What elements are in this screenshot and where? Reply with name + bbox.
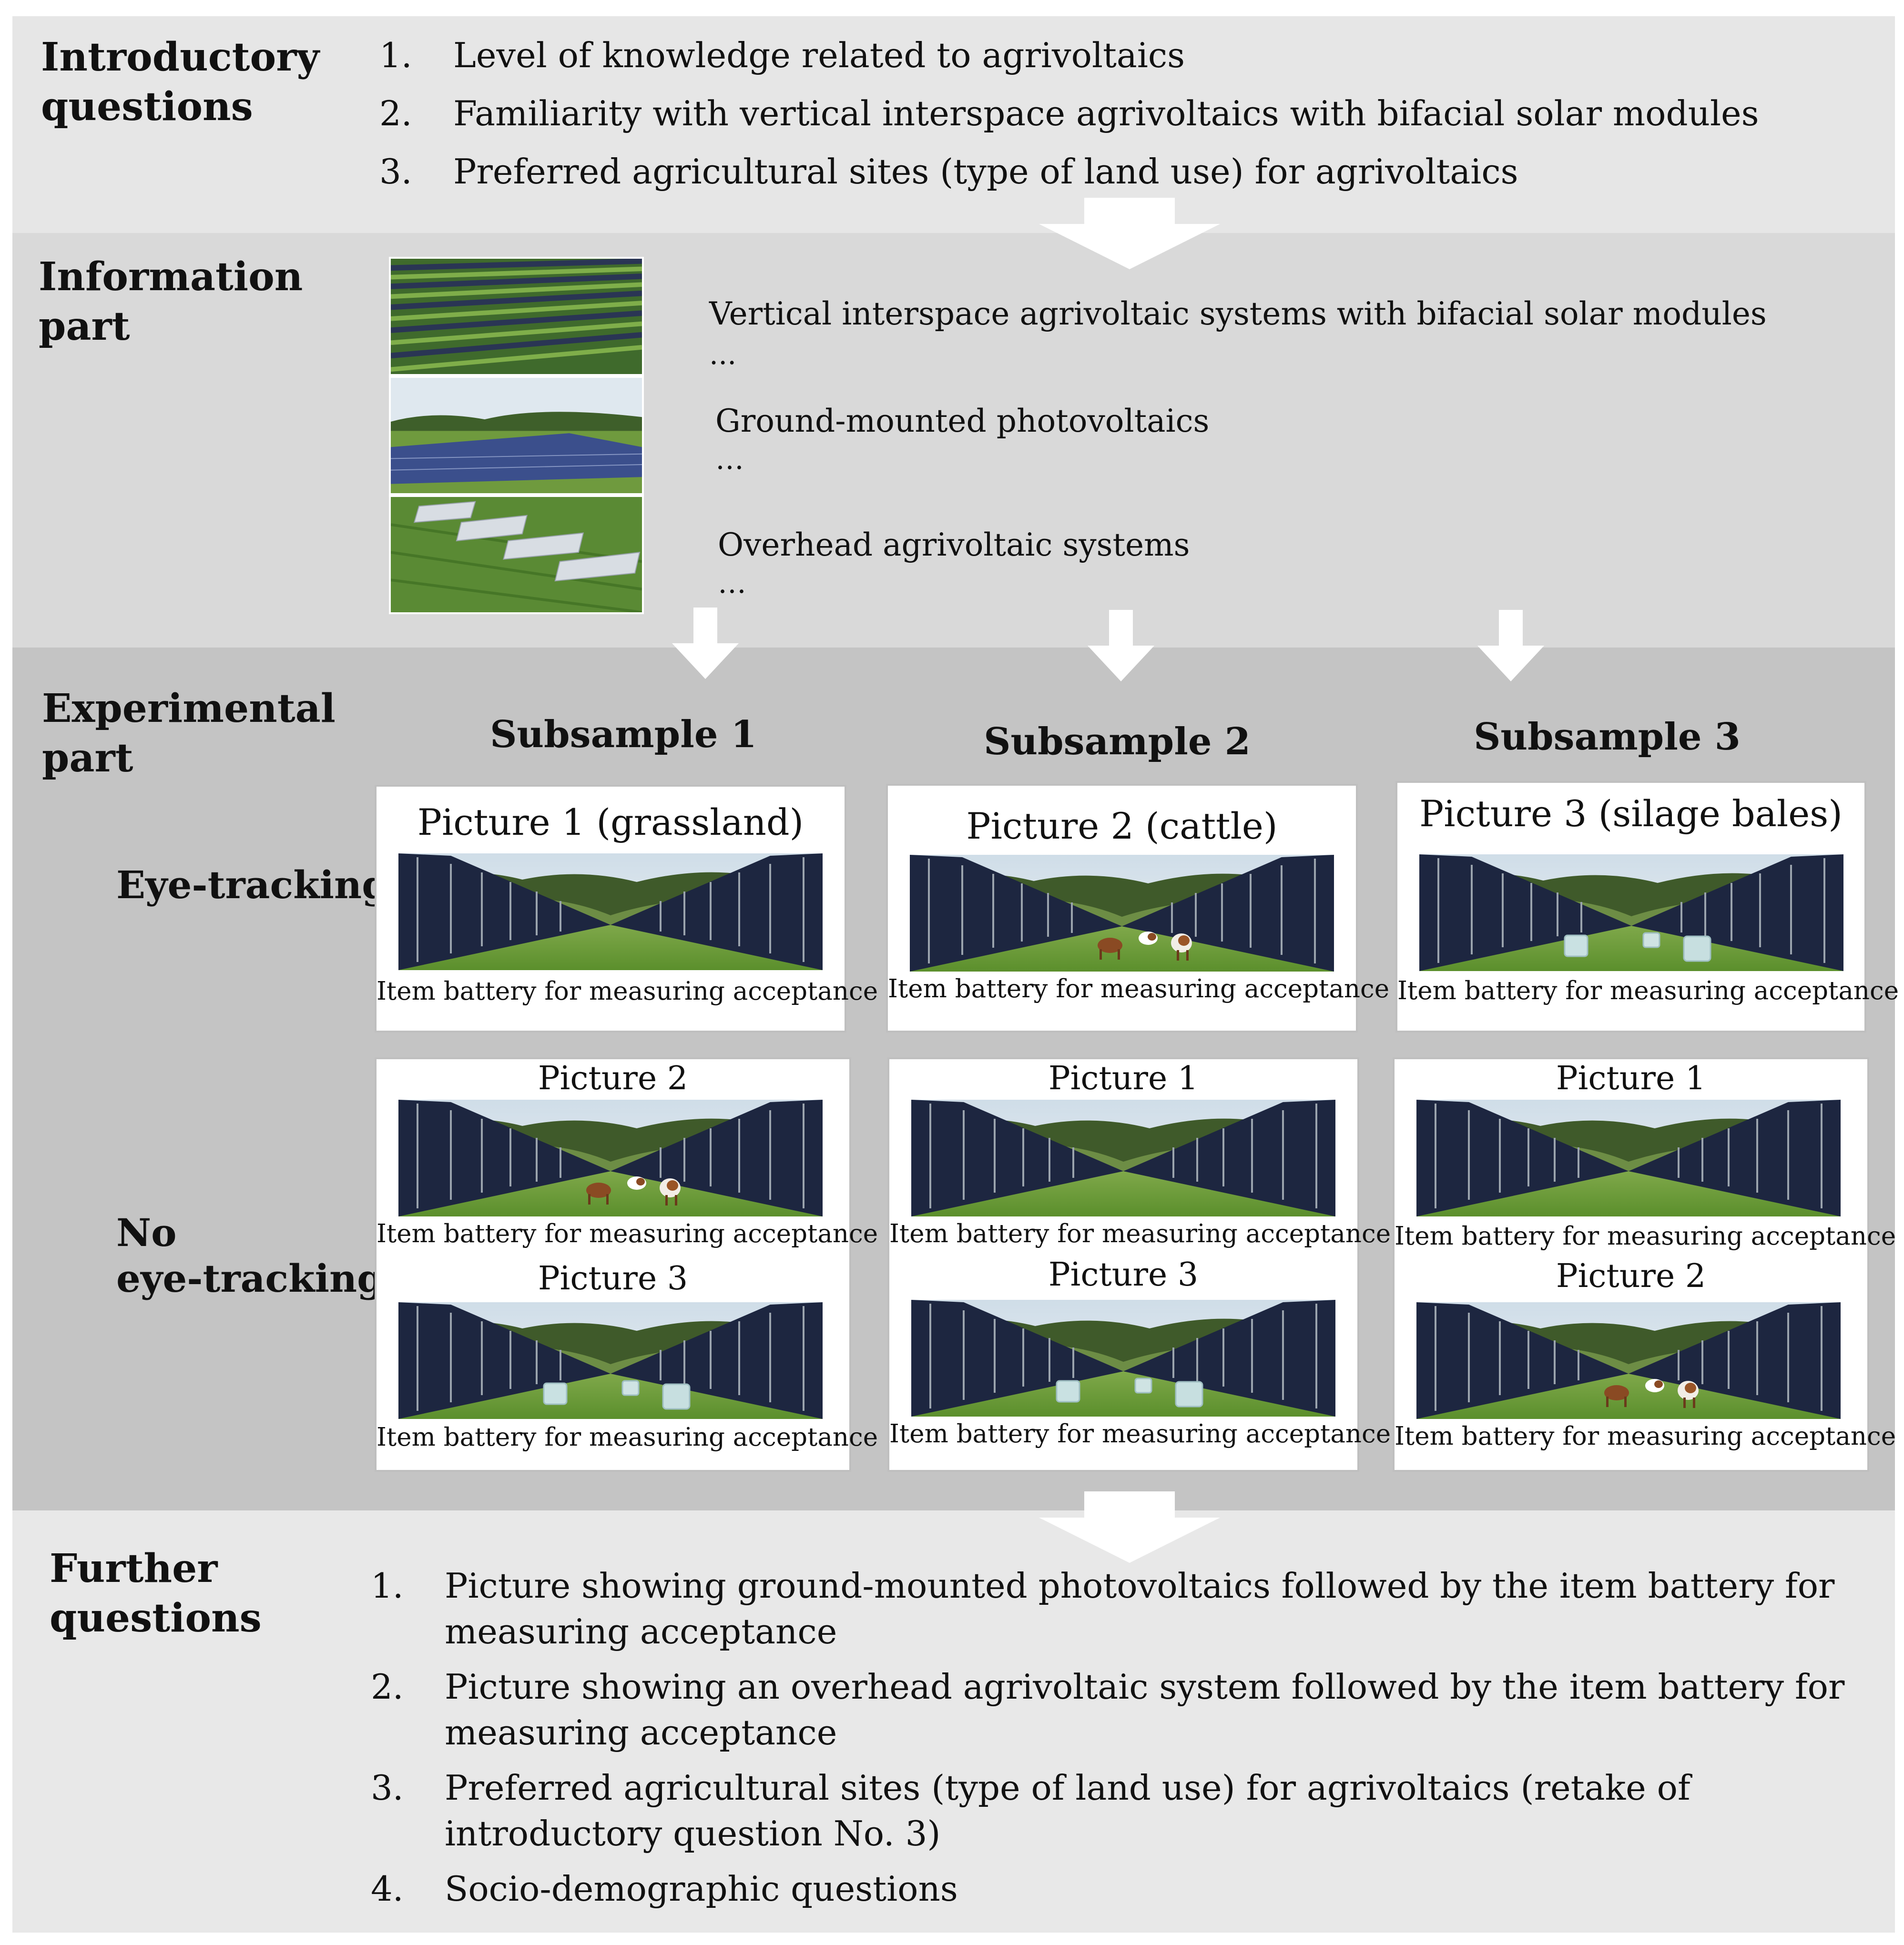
experimental-part-section: Experimental part Eye-tracking No eye-tr…	[12, 648, 1899, 1510]
picture-caption: Picture 3	[538, 1260, 688, 1297]
info-vertical-agrivoltaics-text: Vertical interspace agrivoltaic systems …	[709, 295, 1767, 332]
introductory-section-title: Introductory questions	[41, 32, 319, 132]
further-section-title: Further questions	[50, 1544, 262, 1643]
information-title-line1: Information	[39, 254, 303, 300]
eye-tracking-label: Eye-tracking	[116, 862, 389, 907]
item-number: 1.	[379, 35, 412, 75]
eye-tracking-card-subsample-2: Picture 2 (cattle) Item battery for meas…	[886, 784, 1390, 1033]
picture-caption: Picture 1	[1048, 1060, 1199, 1097]
information-section-title: Information part	[39, 252, 303, 351]
picture-caption: Picture 2	[1556, 1257, 1706, 1295]
ground-mounted-pv-photo	[389, 376, 644, 495]
grassland-scene-image	[398, 853, 823, 970]
cattle-scene-image	[910, 855, 1334, 972]
no-eye-tracking-label: No eye-tracking	[116, 1210, 384, 1301]
info-vertical-ellipsis: ...	[709, 338, 737, 371]
item-text: Familiarity with vertical interspace agr…	[453, 93, 1759, 133]
further-title-line1: Further	[50, 1546, 218, 1591]
down-arrow-icon	[672, 608, 739, 679]
item-number: 1.	[371, 1566, 404, 1606]
introductory-title-line2: questions	[41, 84, 253, 130]
cattle-scene-image	[1416, 1302, 1841, 1419]
overhead-agrivoltaics-photo	[389, 495, 644, 614]
eye-tracking-card-subsample-3: Picture 3 (silage bales) Item battery fo…	[1395, 781, 1899, 1033]
item-battery-text: Item battery for measuring acceptance	[1395, 1422, 1896, 1451]
down-arrow-icon	[1039, 1491, 1220, 1563]
silage-bales-scene-image	[398, 1302, 823, 1419]
down-arrow-icon	[1477, 610, 1544, 681]
item-text: Picture showing an overhead agrivoltaic …	[445, 1667, 1845, 1753]
silage-bales-scene-image	[911, 1300, 1335, 1417]
list-item: 2. Picture showing an overhead agrivoltai…	[371, 1664, 1858, 1755]
item-number: 2.	[379, 93, 412, 133]
further-question-list: 1. Picture showing ground-mounted photovo…	[371, 1563, 1858, 1921]
picture-caption: Picture 2 (cattle)	[966, 805, 1278, 847]
item-battery-text: Item battery for measuring acceptance	[377, 977, 878, 1006]
no-eye-tracking-line2: eye-tracking	[116, 1256, 384, 1301]
item-battery-text: Item battery for measuring acceptance	[889, 1219, 1391, 1248]
picture-caption: Picture 2	[538, 1060, 688, 1097]
item-number: 2.	[371, 1667, 404, 1707]
item-number: 4.	[371, 1869, 404, 1909]
information-part-section: Information part	[12, 233, 1895, 648]
item-text: Picture showing ground-mounted photovolt…	[445, 1566, 1835, 1651]
introductory-title-line1: Introductory	[41, 34, 320, 80]
eye-tracking-card-subsample-1: Picture 1 (grassland) Item battery for m…	[375, 785, 878, 1033]
no-eye-tracking-card-subsample-2: Picture 1 Item battery for measuring acc…	[887, 1057, 1391, 1472]
info-ground-mounted-ellipsis: …	[715, 443, 744, 476]
item-battery-text: Item battery for measuring acceptance	[888, 974, 1390, 1003]
item-number: 3.	[379, 152, 412, 192]
picture-caption: Picture 3	[1048, 1256, 1199, 1294]
picture-caption: Picture 1 (grassland)	[417, 801, 804, 843]
picture-caption: Picture 3 (silage bales)	[1419, 792, 1843, 835]
item-battery-text: Item battery for measuring acceptance	[1397, 976, 1899, 1005]
introductory-questions-section: Introductory questions 1. Level of knowle…	[12, 16, 1895, 233]
cattle-scene-image	[398, 1100, 823, 1216]
information-title-line2: part	[39, 304, 130, 349]
grassland-scene-image	[911, 1100, 1335, 1216]
list-item: 3. Preferred agricultural sites (type of …	[371, 1765, 1858, 1856]
item-battery-text: Item battery for measuring acceptance	[377, 1423, 878, 1452]
experimental-title-line1: Experimental	[42, 686, 336, 731]
item-battery-text: Item battery for measuring acceptance	[1395, 1222, 1896, 1251]
grassland-scene-image	[1416, 1100, 1841, 1216]
subsample-2-title: Subsample 2	[984, 720, 1251, 763]
list-item: 1. Picture showing ground-mounted photovo…	[371, 1563, 1858, 1654]
picture-caption: Picture 1	[1556, 1060, 1706, 1097]
info-overhead-text: Overhead agrivoltaic systems	[718, 527, 1190, 563]
down-arrow-icon	[1039, 198, 1220, 269]
item-text: Preferred agricultural sites (type of la…	[445, 1768, 1690, 1854]
introductory-question-list: 1. Level of knowledge related to agrivolt…	[379, 32, 1759, 207]
silage-bales-scene-image	[1419, 854, 1843, 971]
further-title-line2: questions	[50, 1595, 262, 1641]
item-text: Preferred agricultural sites (type of la…	[453, 152, 1518, 192]
item-number: 3.	[371, 1768, 404, 1808]
item-battery-text: Item battery for measuring acceptance	[889, 1419, 1391, 1449]
further-questions-section: Further questions 1. Picture showing grou…	[12, 1510, 1895, 1933]
info-ground-mounted-text: Ground-mounted photovoltaics	[715, 403, 1210, 439]
experimental-section-title: Experimental part	[42, 684, 336, 783]
vertical-agrivoltaics-photo	[389, 257, 644, 376]
list-item: 2. Familiarity with vertical interspace a…	[379, 91, 1759, 136]
list-item: 4. Socio-demographic questions	[371, 1866, 1858, 1912]
subsample-3-title: Subsample 3	[1474, 715, 1741, 759]
no-eye-tracking-card-subsample-1: Picture 2 Item battery for measuring acc…	[375, 1057, 878, 1472]
item-battery-text: Item battery for measuring acceptance	[377, 1219, 878, 1248]
subsample-1-title: Subsample 1	[490, 713, 757, 756]
experimental-title-line2: part	[42, 735, 133, 781]
down-arrow-icon	[1088, 610, 1154, 681]
no-eye-tracking-card-subsample-3: Picture 1 Item battery for measuring acc…	[1393, 1057, 1896, 1472]
list-item: 1. Level of knowledge related to agrivolt…	[379, 32, 1759, 78]
list-item: 3. Preferred agricultural sites (type of …	[379, 149, 1759, 194]
item-text: Level of knowledge related to agrivoltai…	[453, 35, 1185, 75]
no-eye-tracking-line1: No	[116, 1210, 177, 1255]
item-text: Socio-demographic questions	[445, 1869, 958, 1909]
info-overhead-ellipsis: …	[718, 567, 746, 600]
